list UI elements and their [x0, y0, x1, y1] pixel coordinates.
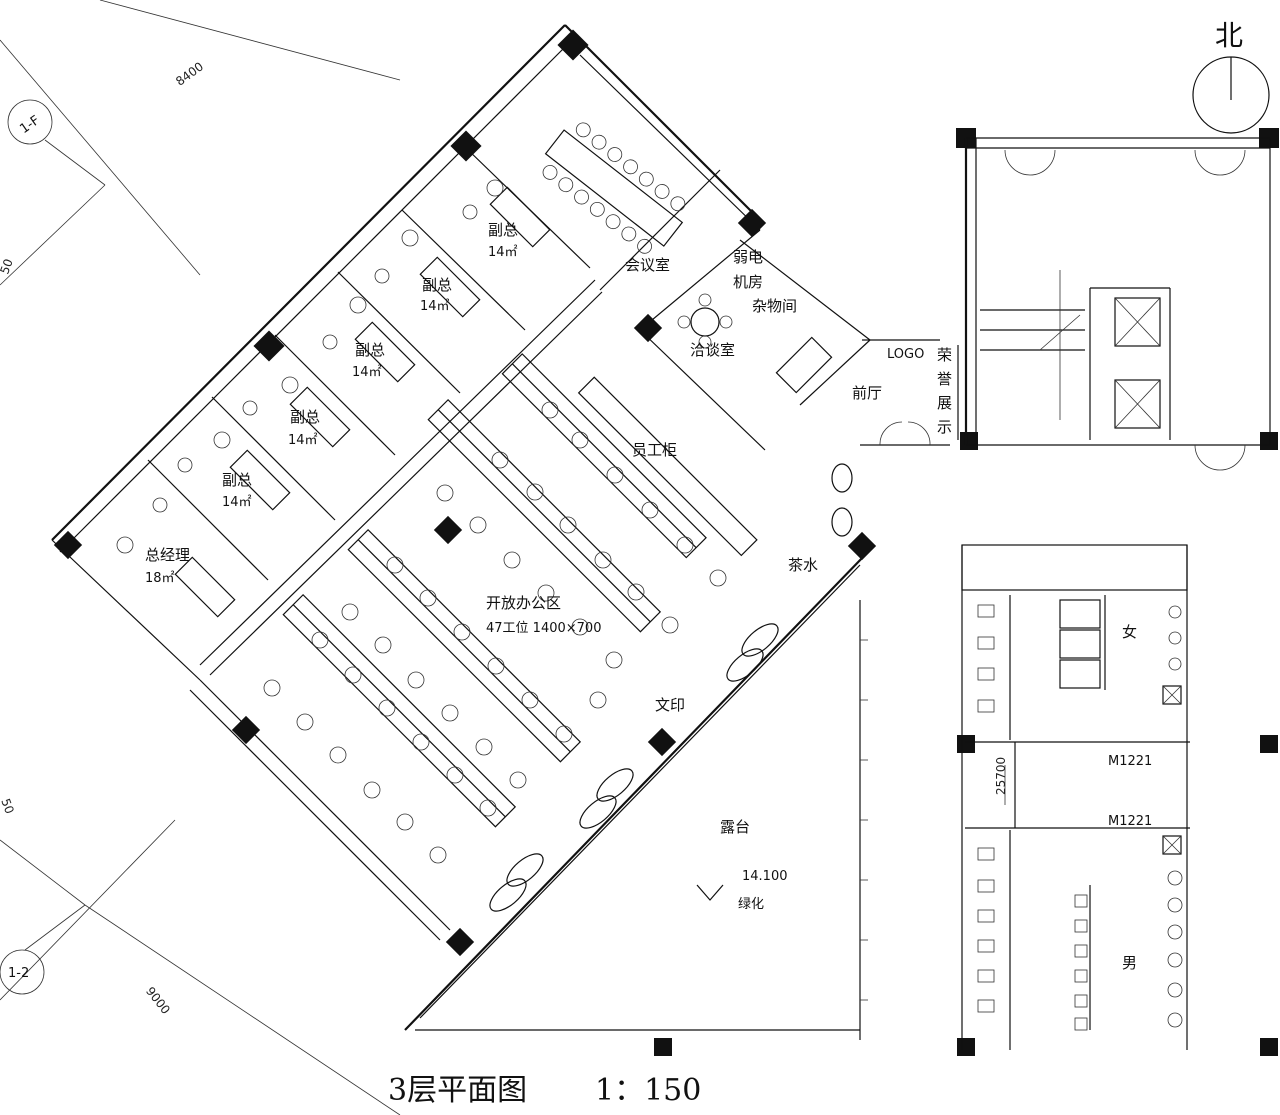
- label-terrace: 露台: [720, 818, 750, 836]
- axis-bubble-bottom: [0, 949, 45, 995]
- office-desks: [116, 179, 551, 618]
- label-women: 女: [1122, 623, 1137, 641]
- label-gm: 总经理: [145, 546, 190, 564]
- workstation-chairs: [263, 401, 727, 864]
- label-honor-4: 示: [937, 418, 952, 436]
- axis-lines: [0, 0, 401, 1115]
- label-vp-2-area: 14㎡: [420, 299, 450, 314]
- office-wing: [51, 24, 950, 1040]
- label-honor-3: 展: [937, 394, 952, 412]
- structural-columns: [53, 29, 1279, 1056]
- label-logo: LOGO: [887, 347, 924, 362]
- label-honor-1: 荣: [937, 346, 952, 364]
- label-vp-4-area: 14㎡: [288, 433, 318, 448]
- north-label: 北: [1215, 19, 1243, 52]
- label-meeting-room: 会议室: [625, 256, 670, 274]
- label-gm-area: 18㎡: [145, 571, 175, 586]
- label-print: 文印: [655, 696, 685, 714]
- label-lobby: 前厅: [852, 384, 882, 402]
- dimension-top: 8400: [173, 59, 206, 88]
- axis-label-top: 1-F: [17, 113, 42, 137]
- toilet-block: [961, 544, 1190, 1050]
- label-vp-2: 副总: [422, 276, 452, 294]
- drawing-scale: 1：150: [595, 1073, 701, 1108]
- label-storage: 杂物间: [752, 297, 797, 315]
- label-weak-current: 弱电: [733, 248, 763, 266]
- label-terrace-note: 绿化: [738, 897, 764, 912]
- workstation-rows: [282, 353, 758, 828]
- label-vp-3: 副总: [355, 341, 385, 359]
- label-tea: 茶水: [788, 556, 818, 574]
- label-vp-4: 副总: [290, 408, 320, 426]
- label-vp-3-area: 14㎡: [352, 365, 382, 380]
- label-vp-1-area: 14㎡: [488, 245, 518, 260]
- label-honor-2: 誉: [937, 370, 952, 388]
- label-door-1: M1221: [1108, 754, 1152, 769]
- dimension-bottom: 9000: [143, 984, 173, 1017]
- north-arrow: [1192, 56, 1270, 134]
- label-open-office: 开放办公区: [486, 594, 561, 612]
- label-machine-room: 机房: [733, 273, 763, 291]
- label-open-office-detail: 47工位 1400×700: [486, 621, 601, 636]
- axis-label-bottom: 1-2: [8, 966, 29, 981]
- label-vp-5: 副总: [222, 471, 252, 489]
- label-staff-cabinet: 员工柜: [632, 441, 677, 459]
- core: [879, 137, 1271, 471]
- dimension-left-top: 50: [0, 257, 16, 276]
- label-vp-1: 副总: [488, 221, 518, 239]
- dimension-left-mid: 50: [0, 797, 17, 816]
- terrace-chairs: [489, 463, 853, 912]
- negotiation-table: [677, 293, 833, 394]
- label-elevation: 14.100: [742, 869, 788, 884]
- axis-bubble-top: [7, 99, 53, 145]
- label-men: 男: [1122, 954, 1137, 972]
- drawing-title: 3层平面图: [388, 1073, 527, 1108]
- meeting-table: [542, 122, 686, 254]
- label-negotiation: 洽谈室: [690, 341, 735, 359]
- label-corridor-dim: 25700: [994, 757, 1008, 795]
- label-door-2: M1221: [1108, 814, 1152, 829]
- label-vp-5-area: 14㎡: [222, 495, 252, 510]
